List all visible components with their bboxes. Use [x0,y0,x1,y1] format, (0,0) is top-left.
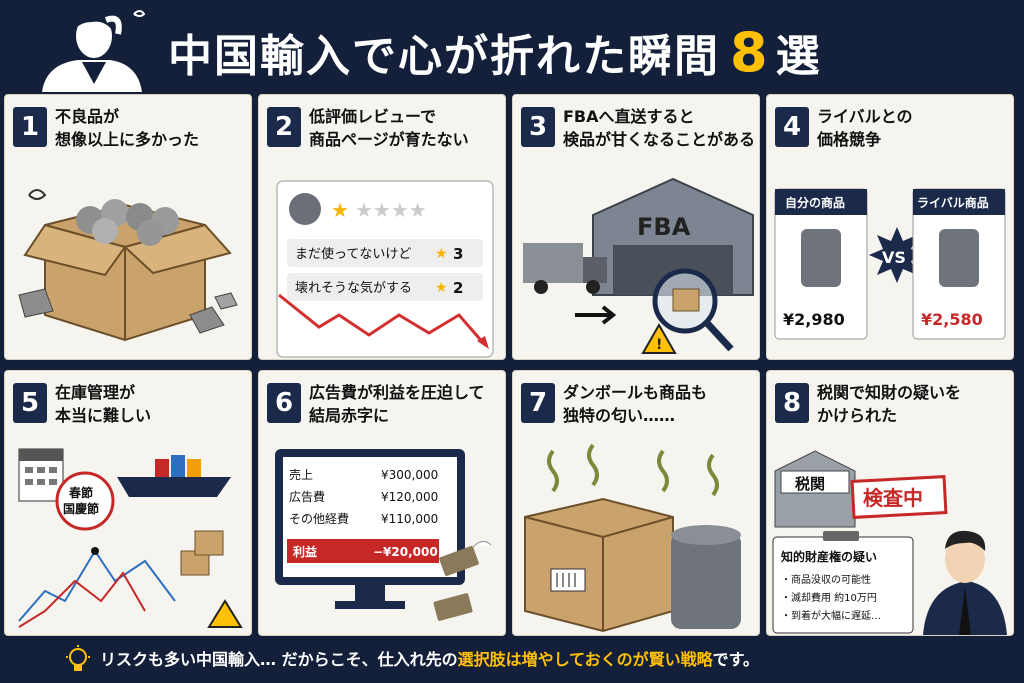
warning-icon [207,599,243,628]
vs-label: VS [882,248,906,267]
profit-label: 利益 [293,544,317,559]
flying-money-icon [439,546,479,576]
vs-burst-icon [869,227,925,283]
product-icon [939,229,979,287]
holiday-label: 国慶節 [63,501,99,516]
card-number: 1 [13,107,47,147]
svg-text:★★★★: ★★★★ [355,198,427,222]
card-title: FBAへ直送すると検品が甘くなることがある [563,107,756,149]
card-smell: 7 ダンボールも商品も独特の匂い…… [512,370,760,636]
svg-text:検査中: 検査中 [863,486,923,510]
card-fba: 3 FBAへ直送すると検品が甘くなることがある FBA ! [512,94,760,360]
smell-wave-icon [547,449,559,493]
building-label: 税関 [795,475,825,493]
card-customs: 8 税関で知財の疑いをかけられた 税関 検査中 知的財産権の疑い ・商品没収の可… [766,370,1014,636]
holiday-label: 春節 [68,485,93,500]
box-icon [524,497,674,633]
footer-banner: リスクも多い中国輸入… だからこそ、仕入れ先の選択肢は増やしておくのが賢い戦略で… [0,636,1024,683]
card-title: 税関で知財の疑いをかけられた [817,383,962,425]
card-number: 7 [521,383,555,423]
card-number: 3 [521,107,555,147]
lightbulb-icon [66,645,90,671]
svg-text:!: ! [656,337,662,353]
warehouse-label: FBA [637,213,691,241]
card-inventory: 5 在庫管理が本当に難しい 春節 国慶節 [4,370,252,636]
card-grid: 1 不良品が想像以上に多かった 2 低評価レビューで商品ページが育たない [4,94,1020,636]
rival-price: ¥2,580 [921,310,983,329]
profit-value: −¥20,000 [373,545,438,559]
card-number: 5 [13,383,47,423]
customs-illustration: 税関 検査中 知的財産権の疑い ・商品没収の可能性 ・滅却費用 約10万円 ・到… [772,450,1007,635]
row-label: 売上 [289,467,313,482]
inventory-illustration: 春節 国慶節 [18,448,243,628]
svg-text:★: ★ [435,280,448,296]
card-title: ライバルとの価格競争 [817,107,913,149]
truck-icon [523,243,583,283]
card-number: 6 [267,383,301,423]
card-title: ダンボールも商品も独特の匂い…… [563,383,708,425]
card-price-war: 4 ライバルとの価格競争 自分の商品 ¥2,980 VS ライバル商品 ¥2,5… [766,94,1014,360]
review-text: 壊れそうな気がする [295,280,412,296]
warehouse-illustration: FBA ! [523,177,754,354]
price-comparison: 自分の商品 ¥2,980 VS ライバル商品 ¥2,580 [774,188,1006,340]
review-stars: 3 [453,245,463,263]
inspection-stamp [850,475,948,519]
notice-item: ・商品没収の可能性 [781,573,871,586]
row-label: その他経費 [289,511,349,526]
my-price: ¥2,980 [783,310,845,329]
footer-text: リスクも多い中国輸入… だからこそ、仕入れ先の選択肢は増やしておくのが賢い戦略で… [100,650,760,669]
notice-title: 知的財産権の疑い [780,549,877,564]
review-panel: ★ ★★★★ まだ使ってないけど ★ 3 壊れそうな気がする ★ 2 [276,180,494,358]
arrow-icon [575,305,617,325]
row-value: ¥110,000 [381,512,438,526]
card-title: 低評価レビューで商品ページが育たない [309,107,469,149]
smelly-box-illustration [524,443,741,633]
card-title: 不良品が想像以上に多かった [55,107,200,149]
card-title: 在庫管理が本当に難しい [55,383,152,425]
review-text: まだ使ってないけど [295,246,411,262]
card-defective: 1 不良品が想像以上に多かった [4,94,252,360]
monitor-profit-table: 売上 ¥300,000 広告費 ¥120,000 その他経費 ¥110,000 … [275,449,492,621]
notice-item: ・滅却費用 約10万円 [781,591,877,604]
warning-icon [641,322,677,354]
notice-item: ・到着が大幅に遅延… [781,609,881,622]
row-label: 広告費 [289,489,325,504]
review-stars: 2 [453,279,463,297]
cargo-ship-icon [117,477,231,497]
user-avatar-icon [289,193,321,225]
rating-stars-icon: ★ [331,198,349,222]
defective-box-icon [18,189,238,342]
svg-text:★: ★ [435,246,448,262]
card-number: 4 [775,107,809,147]
my-product-label: 自分の商品 [785,195,845,210]
row-value: ¥120,000 [381,490,438,504]
card-number: 8 [775,383,809,423]
product-icon [801,229,841,287]
card-ad-cost: 6 広告費が利益を圧迫して結局赤字に 売上 ¥300,000 広告費 ¥120,… [258,370,506,636]
stressed-man-icon [42,10,146,92]
card-title: 広告費が利益を圧迫して結局赤字に [309,383,485,425]
rival-product-label: ライバル商品 [917,195,989,210]
card-bad-review: 2 低評価レビューで商品ページが育たない ★ ★★★★ まだ使ってないけど ★ … [258,94,506,360]
card-number: 2 [267,107,301,147]
product-icon [671,533,741,629]
row-value: ¥300,000 [381,468,438,482]
